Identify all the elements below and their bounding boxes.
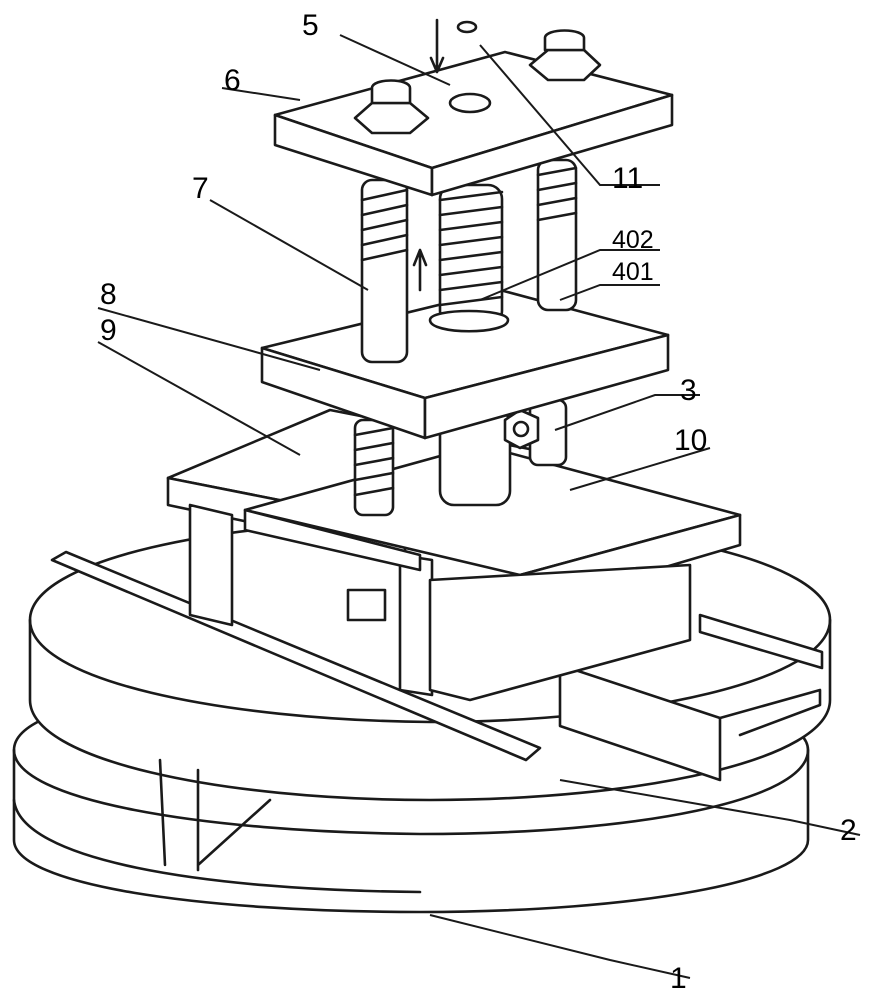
label-2: 2 [840,814,857,847]
label-7: 7 [192,172,209,205]
label-3: 3 [680,374,697,407]
label-10: 10 [674,424,707,457]
label-9: 9 [100,314,117,347]
hex-nut-right [530,31,600,81]
label-402: 402 [612,226,654,254]
label-11: 11 [612,162,643,195]
label-401: 401 [612,258,654,286]
label-1: 1 [670,962,687,995]
label-5: 5 [302,9,319,42]
label-8: 8 [100,278,117,311]
label-6: 6 [224,64,241,97]
